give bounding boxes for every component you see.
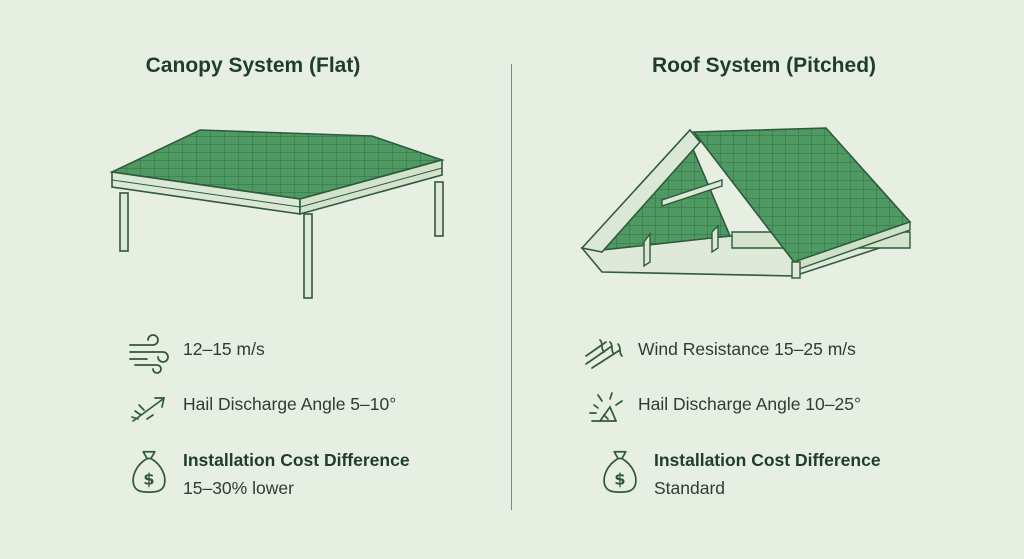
hail-discharge-icon [589, 392, 623, 422]
wind-icon [129, 334, 169, 374]
canopy-title: Canopy System (Flat) [145, 54, 361, 77]
panel-divider [511, 64, 512, 510]
canopy-cost-feature: $ Installation Cost Difference 15–30% lo… [127, 446, 410, 502]
roof-cost-value: Standard [654, 478, 726, 498]
canopy-wind-feature: 12–15 m/s [127, 334, 265, 374]
canopy-wind-text: 12–15 m/s [183, 339, 265, 359]
roof-hail-feature: Hail Discharge Angle 10–25° [582, 389, 861, 429]
wind-icon [585, 339, 623, 369]
svg-text:$: $ [614, 469, 625, 488]
roof-hail-text: Hail Discharge Angle 10–25° [638, 394, 861, 414]
money-bag-icon: $ [603, 450, 637, 494]
canopy-hail-feature: Hail Discharge Angle 5–10° [127, 389, 396, 429]
hail-discharge-icon [131, 397, 166, 422]
roof-wind-text: Wind Resistance 15–25 m/s [638, 339, 856, 359]
money-bag-icon: $ [132, 450, 166, 494]
canopy-cost-label: Installation Cost Difference [183, 450, 410, 470]
canopy-cost-value: 15–30% lower [183, 478, 294, 498]
canopy-panel: Canopy System (Flat) [109, 54, 445, 502]
roof-cost-label: Installation Cost Difference [654, 450, 881, 470]
roof-illustration [580, 127, 912, 279]
roof-title: Roof System (Pitched) [651, 54, 877, 77]
roof-cost-feature: $ Installation Cost Difference Standard [598, 446, 881, 502]
roof-wind-feature: Wind Resistance 15–25 m/s [582, 334, 856, 374]
roof-panel: Roof System (Pitched) [512, 0, 1024, 559]
svg-text:$: $ [143, 469, 154, 488]
canopy-illustration [109, 129, 445, 299]
canopy-hail-text: Hail Discharge Angle 5–10° [183, 394, 397, 414]
